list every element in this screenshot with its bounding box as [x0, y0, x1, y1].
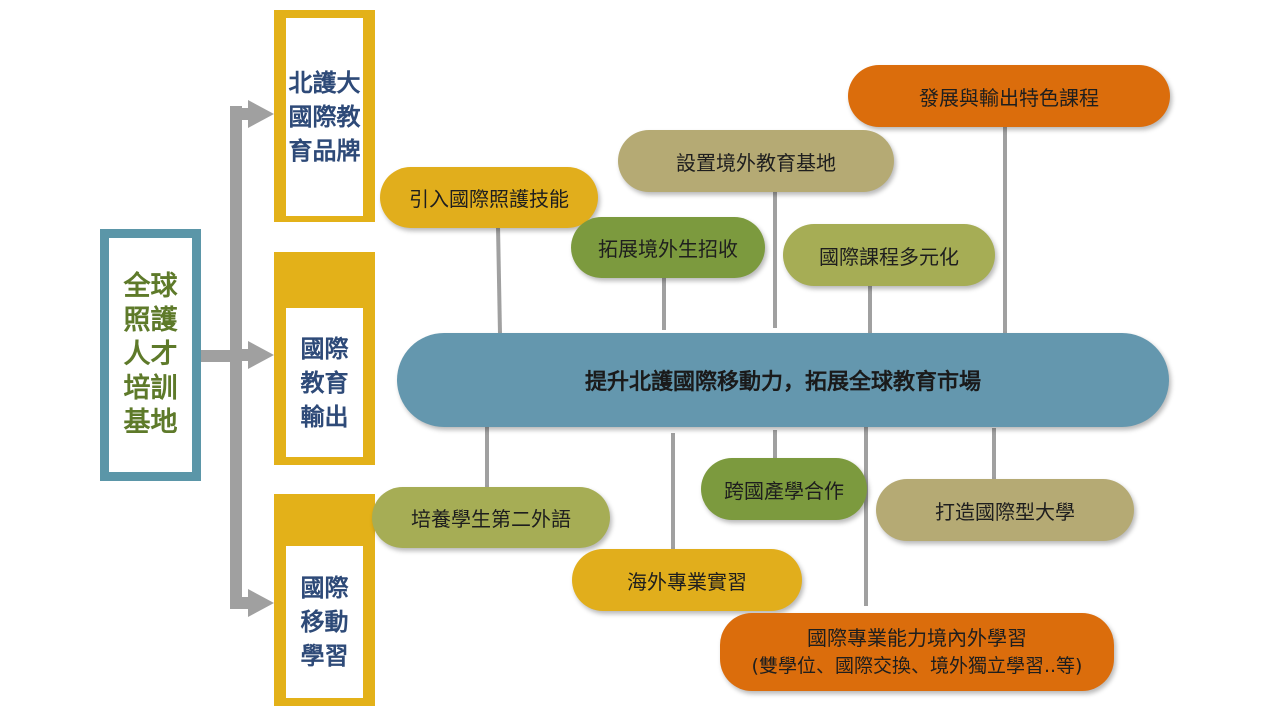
- goal-export-inner: 國際教育輸出: [286, 308, 363, 457]
- goal-export: 國際教育輸出: [274, 252, 375, 465]
- strategy-care-skills-label: 引入國際照護技能: [409, 187, 569, 211]
- arrow-middle-icon: [248, 341, 274, 369]
- strategy-recruit-label: 拓展境外生招收: [598, 237, 738, 261]
- arrow-top-icon: [248, 100, 274, 128]
- goal-brand-inner: 北護大國際教育品牌: [286, 18, 363, 216]
- strategy-diverse-courses: 國際課程多元化: [783, 224, 995, 286]
- strategy-diverse-courses-label: 國際課程多元化: [819, 244, 959, 269]
- root-label: 全球照護人才培訓基地: [109, 238, 192, 472]
- center-goal-label: 提升北護國際移動力，拓展全球教育市場: [584, 370, 981, 395]
- root-text: 全球照護人才培訓基地: [123, 271, 178, 438]
- branch-top: [236, 108, 250, 120]
- strategy-industry: 跨國產學合作: [701, 458, 867, 520]
- branch-middle: [236, 349, 250, 361]
- strategy-overseas-base: 設置境外教育基地: [618, 130, 894, 192]
- goal-brand-label: 北護大國際教育品牌: [288, 69, 361, 165]
- strategy-care-skills: 引入國際照護技能: [380, 167, 598, 228]
- strategy-industry-label: 跨國產學合作: [724, 478, 844, 503]
- strategy-internship-label: 海外專業實習: [627, 569, 747, 594]
- root-box: 全球照護人才培訓基地: [100, 229, 201, 481]
- center-goal: 提升北護國際移動力，拓展全球教育市場: [397, 333, 1169, 427]
- strategy-pro-learning-sub: (雙學位、國際交換、境外獨立學習..等): [751, 655, 1083, 677]
- goal-mobility: 國際移動學習: [274, 494, 375, 706]
- strategy-second-language-label: 培養學生第二外語: [411, 507, 571, 531]
- goal-mobility-label: 國際移動學習: [300, 574, 349, 670]
- goal-export-label: 國際教育輸出: [300, 334, 349, 431]
- arrow-bottom-icon: [248, 589, 274, 617]
- branch-bottom: [236, 597, 250, 609]
- strategy-intl-university: 打造國際型大學: [876, 479, 1134, 541]
- strategy-pro-learning-label: 國際專業能力境內外學習: [807, 626, 1027, 650]
- connector-care-skills: [496, 225, 502, 335]
- strategy-overseas-base-label: 設置境外教育基地: [676, 150, 836, 175]
- root-connector: [201, 350, 234, 362]
- strategy-pro-learning: 國際專業能力境內外學習 (雙學位、國際交換、境外獨立學習..等): [720, 613, 1114, 691]
- strategy-second-language: 培養學生第二外語: [372, 487, 610, 548]
- goal-brand: 北護大國際教育品牌: [274, 10, 375, 222]
- strategy-internship: 海外專業實習: [572, 549, 802, 611]
- strategy-develop-courses: 發展與輸出特色課程: [848, 65, 1170, 127]
- goal-mobility-inner: 國際移動學習: [286, 546, 363, 698]
- strategy-intl-university-label: 打造國際型大學: [935, 499, 1075, 524]
- strategy-develop-courses-label: 發展與輸出特色課程: [919, 85, 1099, 110]
- strategy-recruit: 拓展境外生招收: [571, 217, 765, 278]
